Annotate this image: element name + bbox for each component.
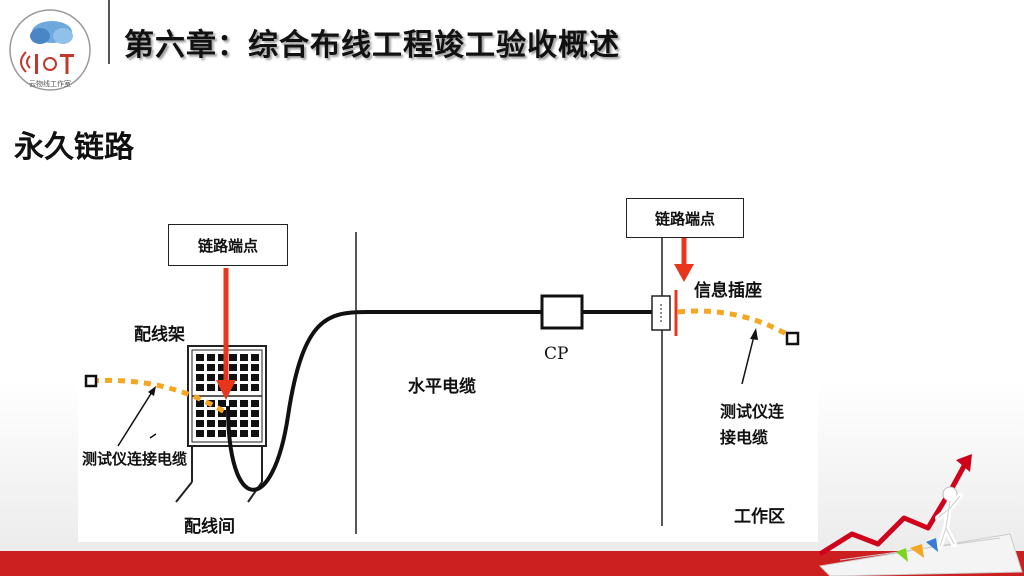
tester-cable-left-label: 测试仪连接电缆 — [82, 450, 188, 468]
patch-port — [240, 384, 248, 391]
tester-cable-left — [91, 377, 230, 417]
patch-port — [196, 374, 204, 381]
section-title: 永久链路 — [14, 130, 134, 165]
patch-port — [207, 420, 215, 427]
tester-plug-left — [84, 374, 98, 388]
patch-port — [218, 410, 226, 417]
patch-port — [229, 400, 237, 407]
patch-port — [240, 364, 248, 371]
patch-port — [196, 384, 204, 391]
patch-port — [251, 354, 259, 361]
patch-port — [229, 374, 237, 381]
patch-port — [196, 420, 204, 427]
patch-port — [240, 420, 248, 427]
horizontal-cable-label: 水平电缆 — [408, 377, 476, 397]
patch-port — [196, 354, 204, 361]
patch-port — [196, 430, 204, 437]
patch-port — [251, 410, 259, 417]
iot-logo: 云物线工作室 — [9, 9, 91, 91]
patch-port — [251, 384, 259, 391]
outlet-label: 信息插座 — [694, 281, 762, 301]
patch-port — [207, 354, 215, 361]
patch-panel-label: 配线架 — [134, 325, 185, 345]
patch-port — [196, 410, 204, 417]
patch-port — [251, 420, 259, 427]
tester-cable-right-label-2: 接电缆 — [720, 428, 769, 447]
pointer-right — [741, 335, 755, 385]
link-endpoint-box-left: 链路端点 — [168, 224, 288, 266]
patch-port — [218, 430, 226, 437]
horizontal-cable — [226, 310, 542, 492]
header-divider — [108, 0, 110, 64]
patch-port — [251, 430, 259, 437]
pointer-left — [117, 391, 153, 447]
page-title: 第六章：综合布线工程竣工验收概述 — [124, 28, 620, 63]
diagram-graphics — [84, 232, 800, 534]
patch-port — [240, 430, 248, 437]
telecom-room-label: 配线间 — [184, 517, 235, 537]
patch-panel-rack — [175, 345, 267, 503]
logo-text: 云物线工作室 — [29, 79, 71, 88]
work-area-label: 工作区 — [734, 507, 785, 527]
patch-port — [218, 400, 226, 407]
patch-port — [207, 384, 215, 391]
patch-port — [229, 354, 237, 361]
patch-port — [207, 410, 215, 417]
patch-port — [229, 384, 237, 391]
patch-port — [229, 364, 237, 371]
patch-port — [207, 364, 215, 371]
tester-cable-right — [677, 308, 792, 339]
patch-port — [240, 410, 248, 417]
patch-port — [251, 374, 259, 381]
patch-port — [251, 364, 259, 371]
patch-port — [207, 374, 215, 381]
patch-port — [196, 400, 204, 407]
patch-port — [229, 410, 237, 417]
patch-port — [240, 374, 248, 381]
patch-port — [218, 354, 226, 361]
growth-chart-decoration — [818, 454, 1023, 576]
patch-port — [196, 364, 204, 371]
patch-port — [240, 400, 248, 407]
cp-label: CP — [544, 344, 569, 364]
patch-port — [240, 354, 248, 361]
cp-box — [540, 294, 584, 330]
patch-port — [229, 420, 237, 427]
tester-cable-right-label-1: 测试仪连 — [720, 402, 785, 421]
patch-port — [251, 400, 259, 407]
patch-port — [218, 374, 226, 381]
patch-port — [218, 420, 226, 427]
link-endpoint-box-right: 链路端点 — [626, 198, 744, 238]
permanent-link-diagram: 链路端点 链路端点 配线架 测试仪连接电缆 配线间 水平电缆 CP 信息插座 测… — [78, 176, 818, 542]
patch-port — [207, 430, 215, 437]
patch-port — [218, 364, 226, 371]
tester-plug-right — [785, 331, 800, 346]
patch-port — [229, 430, 237, 437]
